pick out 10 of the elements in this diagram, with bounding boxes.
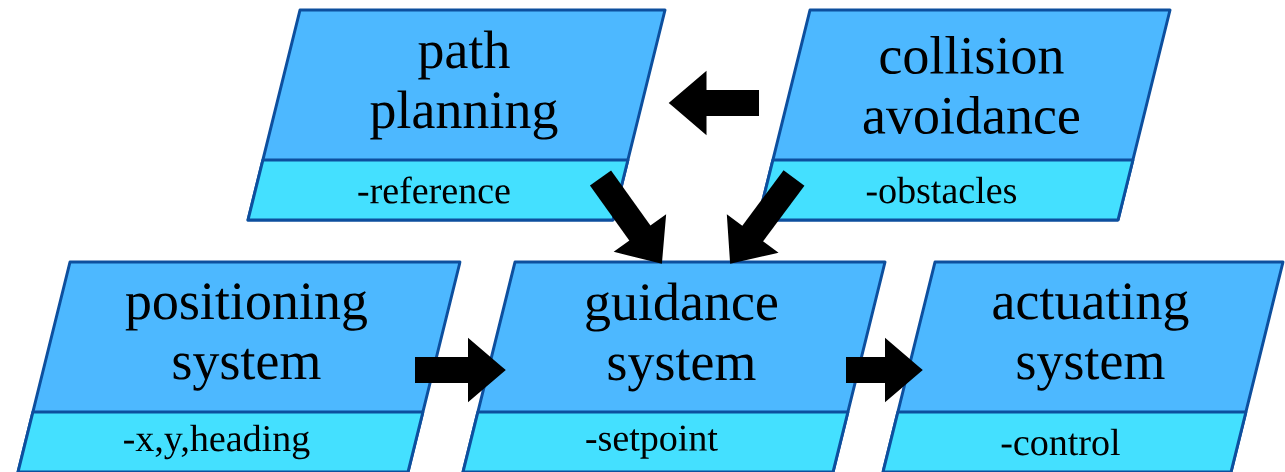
band-text: -obstacles	[866, 176, 1017, 204]
band-text: -control	[1001, 428, 1120, 456]
band-text: -reference	[358, 176, 510, 204]
band-text: -setpoint	[586, 425, 718, 459]
box-title: positioning system	[125, 283, 367, 391]
band-text: -x,y,heading	[124, 424, 310, 460]
box-title: path planning	[370, 30, 558, 140]
box-title: collision avoidance	[863, 36, 1079, 134]
box-title: guidance system	[586, 282, 777, 392]
box-title: actuating system	[993, 283, 1189, 391]
